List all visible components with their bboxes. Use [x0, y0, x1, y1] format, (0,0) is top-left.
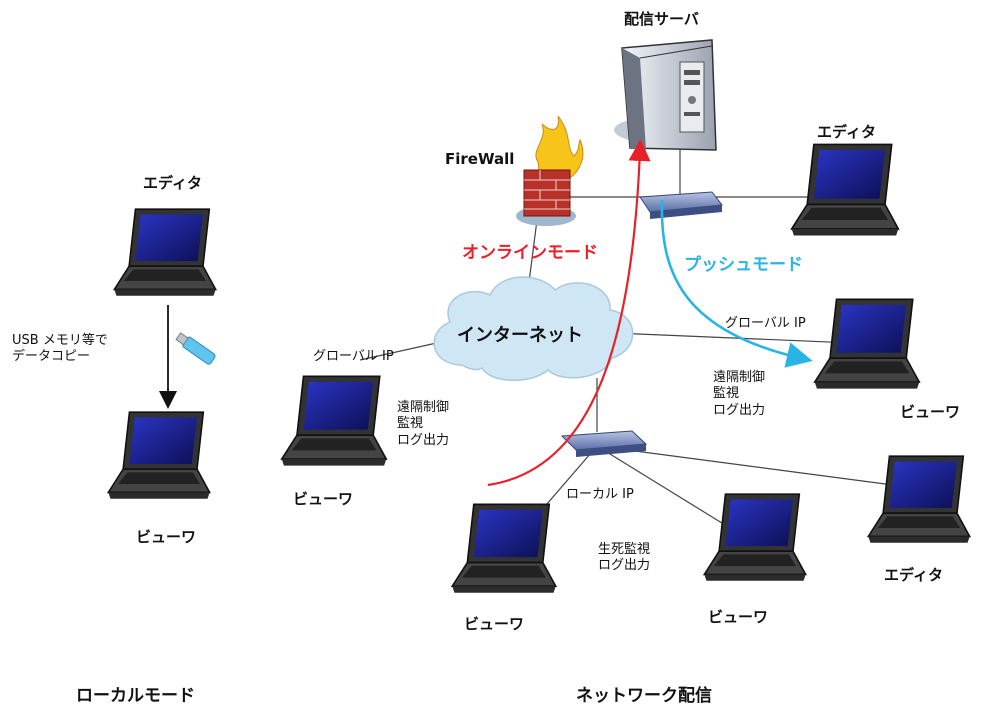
remote-right-line: 監視 — [713, 386, 740, 402]
internet-cloud-icon — [433, 276, 634, 382]
switch-hub-top-icon — [639, 191, 723, 219]
laptop-icon — [867, 455, 971, 544]
firewall-label: FireWall — [445, 150, 515, 168]
copy-note: USB メモリ等で データコピー — [12, 333, 108, 366]
laptop-icon — [113, 208, 217, 297]
alive-note: 生死監視 ログ出力 — [598, 542, 650, 575]
local-ip-label: ローカル IP — [566, 487, 634, 502]
remote-right-note: 遠隔制御 監視 ログ出力 — [713, 370, 765, 419]
editor-bottom-label: エディタ — [884, 566, 943, 584]
remote-right-line: 遠隔制御 — [713, 370, 766, 385]
remote-left-line: 監視 — [397, 416, 424, 432]
viewer-right-label: ビューワ — [900, 403, 961, 421]
remote-right-line: ログ出力 — [713, 402, 766, 418]
online-mode-arrow — [487, 139, 651, 487]
local-viewer-label: ビューワ — [136, 528, 197, 546]
laptop-icon — [703, 493, 807, 582]
laptop-icon — [790, 143, 900, 237]
internet-label: インターネット — [457, 325, 583, 346]
firewall-icon — [516, 115, 584, 226]
laptop-icon — [813, 298, 921, 390]
switch-hub-bottom-icon — [560, 430, 648, 457]
local-editor-label: エディタ — [143, 174, 202, 192]
viewer-bottom2-label: ビューワ — [708, 608, 769, 626]
viewer-left-label: ビューワ — [293, 490, 354, 508]
alive-line: 生死監視 — [598, 542, 651, 557]
laptop-icon — [451, 503, 557, 594]
remote-left-line: ログ出力 — [397, 432, 450, 448]
usb-memory-icon — [175, 332, 216, 365]
network-mode-title: ネットワーク配信 — [576, 686, 712, 706]
viewer-bottom1-label: ビューワ — [464, 615, 525, 633]
server-icon — [614, 39, 717, 151]
global-ip-right-label: グローバル IP — [725, 316, 806, 331]
local-mode-title: ローカルモード — [76, 686, 195, 706]
alive-line: ログ出力 — [598, 558, 651, 574]
push-mode-arrow — [660, 199, 813, 368]
copy-note-line: データコピー — [12, 349, 91, 365]
global-ip-left-label: グローバル IP — [313, 349, 394, 364]
remote-left-line: 遠隔制御 — [397, 400, 450, 415]
laptop-icon — [107, 411, 211, 500]
remote-left-note: 遠隔制御 監視 ログ出力 — [397, 400, 449, 449]
server-label: 配信サーバ — [624, 10, 699, 28]
editor-top-label: エディタ — [817, 123, 876, 141]
copy-note-line: USB メモリ等で — [12, 333, 108, 348]
push-mode-label: プッシュモード — [684, 255, 803, 275]
online-mode-label: オンラインモード — [462, 243, 598, 263]
laptop-icon — [280, 375, 388, 467]
